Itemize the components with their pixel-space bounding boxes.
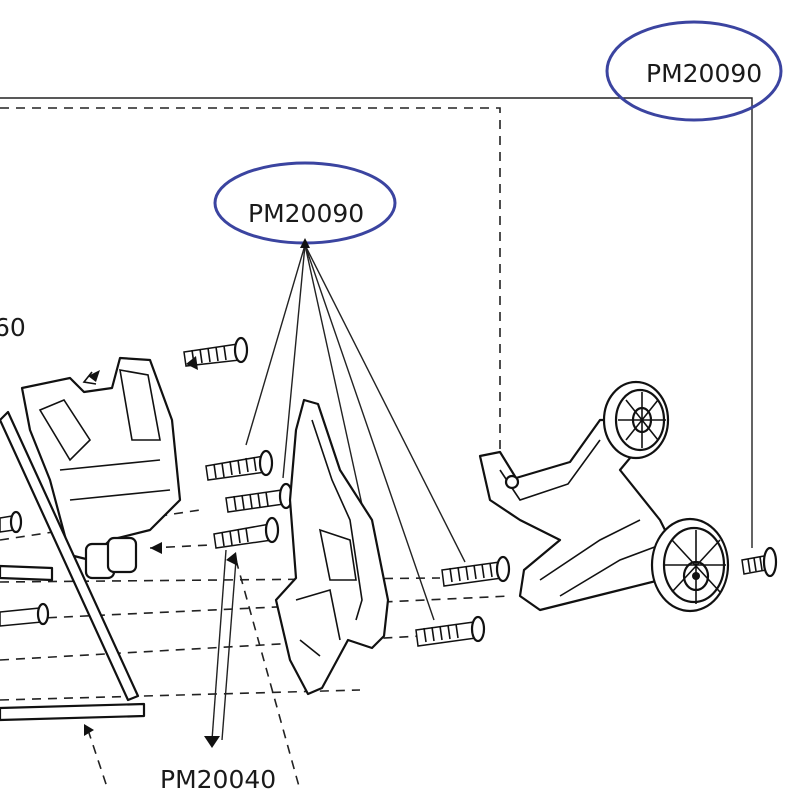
part-label-bottom: PM20040 (160, 765, 276, 794)
part-label-left-partial: 60 (0, 313, 26, 342)
highlight-ring-top-right (605, 20, 783, 122)
screw-upper-1 (205, 449, 274, 481)
screw-top (183, 336, 249, 367)
hinge-pins-left (0, 564, 146, 722)
pivot-block-left (20, 356, 182, 580)
wheel-lower (650, 517, 730, 613)
center-bracket (274, 398, 390, 696)
dashed-frame-line (0, 107, 501, 455)
assembly-arrows (84, 238, 310, 748)
screw-upper-2 (225, 482, 294, 513)
screw-far-right (741, 546, 778, 578)
wheel-upper (602, 380, 670, 460)
screw-upper-3 (213, 516, 280, 549)
leader-lines-bottom (87, 549, 301, 791)
top-frame-line (0, 97, 753, 548)
leader-lines-middle (245, 244, 466, 621)
part-label-middle: PM20090 (248, 199, 364, 228)
hinge-pin-diagonal (0, 410, 140, 702)
part-label-top-right: PM20090 (646, 59, 762, 88)
screw-left-small-2 (0, 602, 50, 627)
screw-right-2 (415, 615, 486, 647)
screw-left-small-1 (0, 510, 23, 534)
screw-right-1 (441, 555, 511, 587)
